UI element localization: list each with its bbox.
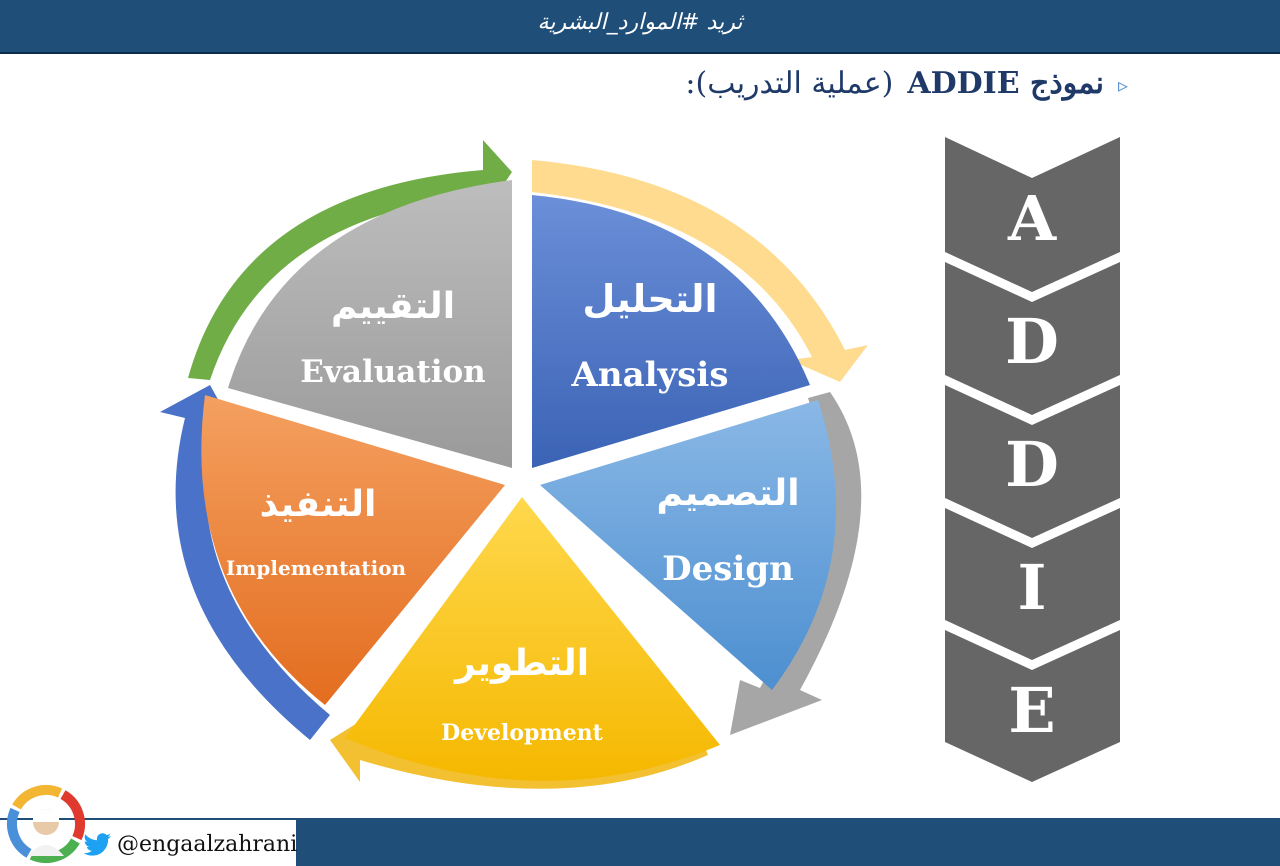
chevron-d2 [945,385,1120,538]
development-english-label: Development [441,720,604,746]
evaluation-segment [228,180,512,468]
page-heading: ▹ نموذج ADDIE (عملية التدريب): [685,66,1128,101]
design-arabic-label: التصميم [656,473,799,514]
analysis-arabic-label: التحليل [582,277,717,321]
development-segment [345,497,720,781]
analysis-arc-arrow [532,160,868,382]
letter-i: I [1017,551,1046,624]
chevron-e [945,630,1120,782]
chevron-i [945,508,1120,660]
twitter-handle[interactable]: @engaalzahrani [117,832,298,857]
header-title: ثريد #الموارد_البشرية [537,10,743,35]
letter-e: E [1008,674,1055,747]
implementation-english-label: Implementation [226,556,407,580]
heading-subtitle: (عملية التدريب): [685,66,894,101]
chevron-a [945,137,1120,292]
development-arabic-label: التطوير [453,643,589,684]
chevron-d1 [945,262,1120,415]
analysis-english-label: Analysis [570,355,728,395]
heading-title: نموذج ADDIE [907,66,1104,101]
header-bar [0,0,1280,54]
avatar-logo [7,785,85,863]
letter-d1: D [1005,305,1059,378]
design-segment [540,400,837,690]
implementation-segment [201,395,505,705]
letter-a: A [1007,182,1057,255]
letter-d2: D [1005,428,1059,501]
analysis-segment [532,195,810,468]
design-english-label: Design [662,549,794,589]
addie-chevron-column [945,137,1120,782]
twitter-bird-icon [84,833,111,856]
evaluation-arabic-label: التقييم [331,286,455,327]
evaluation-english-label: Evaluation [300,354,485,390]
bullet-arrow-icon: ▹ [1117,73,1128,97]
implementation-arabic-label: التنفيذ [260,484,377,525]
